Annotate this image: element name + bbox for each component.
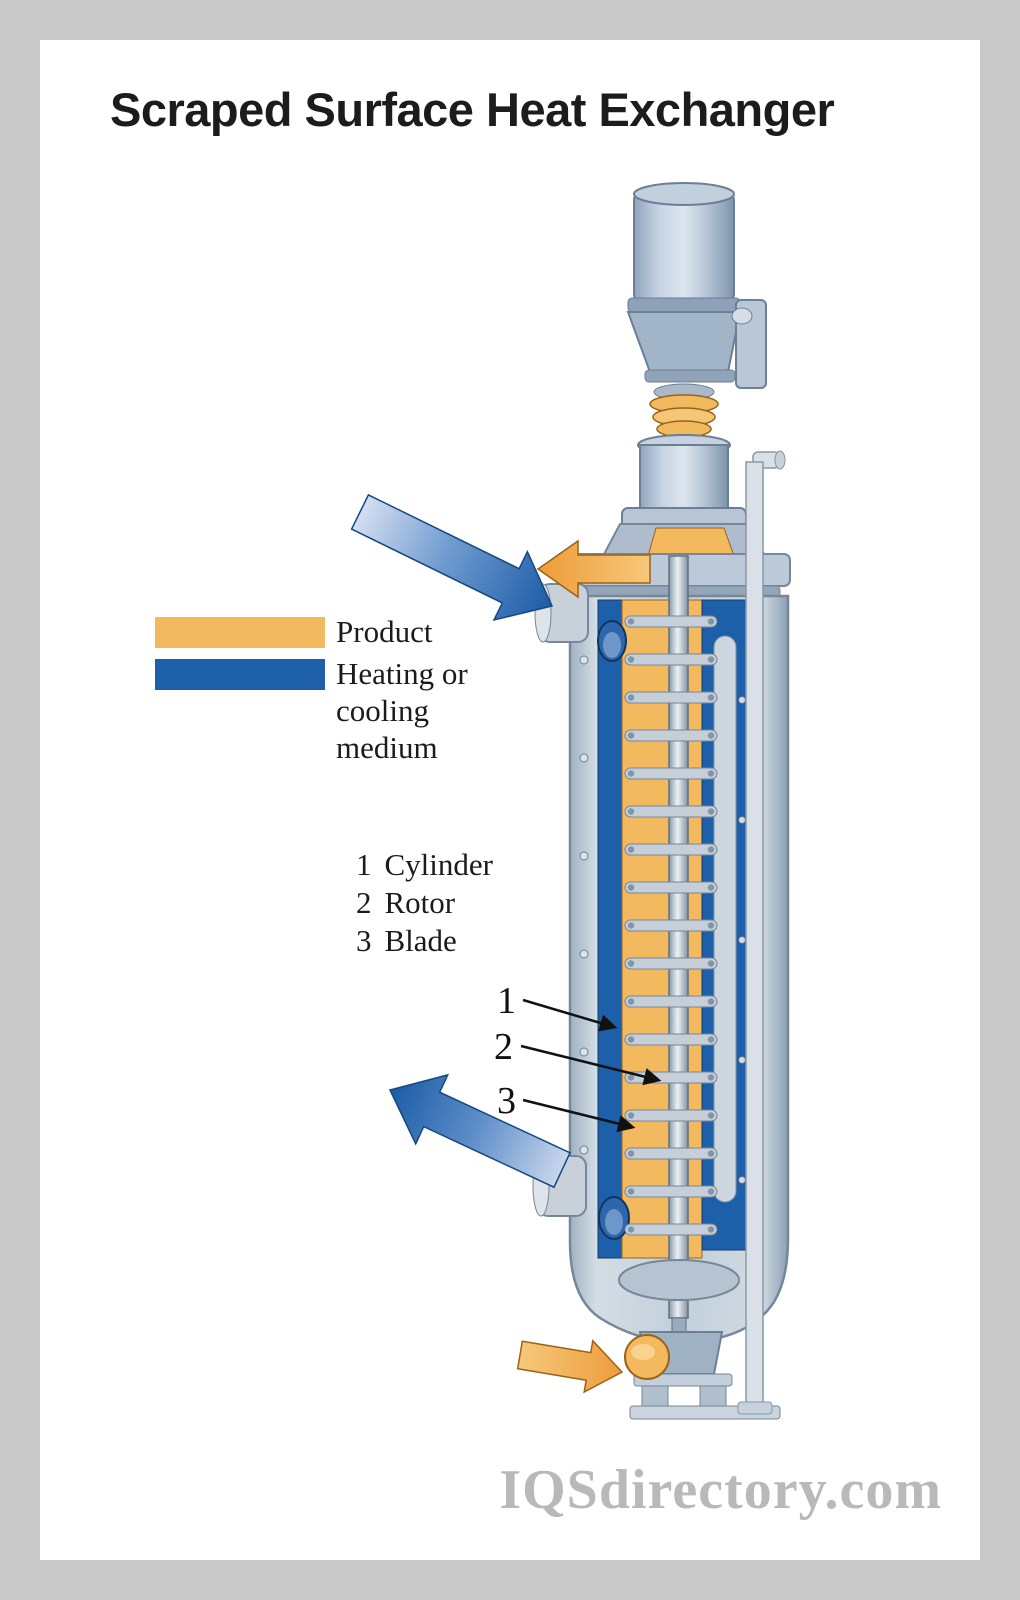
scraper-blade [624,1185,718,1198]
scraper-blade [624,1147,718,1160]
part-number: 3 [356,923,372,958]
shaft [668,555,689,1319]
rotor-shaft [668,555,689,1319]
medium-color-swatch [155,659,325,690]
watermark: IQSdirectory.com [499,1459,942,1521]
drive-motor [627,182,741,313]
stud [579,1047,589,1057]
inner-cylinder-wall [713,635,737,1203]
product-inlet-arrow [516,1339,624,1394]
scraper-blade [624,995,718,1008]
stud [738,1056,746,1064]
callouts: 1 2 3 [494,980,662,1133]
stud [579,851,589,861]
callout-3-arrow [522,1098,636,1133]
bottom-plate [633,1373,733,1387]
jacket-left [597,599,623,1259]
part-name: Rotor [384,885,456,920]
pipe-foot [737,1401,773,1415]
product-inlet-highlight [631,1344,655,1360]
vessel-bottom [618,1259,781,1420]
scraper-blade [624,729,718,742]
mount-base [644,369,736,383]
bracket-pin [731,307,753,325]
scraper-blade [624,843,718,856]
flow-arrows [350,493,651,1394]
medium-outlet-arrow [388,1073,571,1189]
dished-bottom [618,1259,740,1301]
callout-2-arrow [520,1044,662,1086]
stud [738,1176,746,1184]
medium-inlet-arrow [350,493,554,621]
legend-label-product: Product [336,614,433,649]
parts-list: 1 Cylinder 2 Rotor 3 Blade [356,846,493,960]
callout-1-arrow [522,998,618,1032]
scraper-blade [624,1033,718,1046]
part-name: Cylinder [384,847,494,882]
neck-cylinder [639,444,729,514]
scraper-blade [624,957,718,970]
legend-item-medium: Heating or cooling medium [155,656,511,766]
pipe-elbow-flange [774,450,786,470]
support-foot [699,1385,727,1409]
part-number: 1 [356,847,372,882]
motor-body [633,191,735,303]
legend-item-product: Product [155,614,511,650]
scraper-blade [624,1109,718,1122]
stud [579,655,589,665]
scraper-blade [624,805,718,818]
neck [621,434,747,533]
scraper-blade [624,1223,718,1236]
product-outlet-arrow [536,539,651,599]
motor-top-cap [633,182,735,206]
product-swatch-rect [155,617,325,648]
page-title: Scraped Surface Heat Exchanger [110,83,835,136]
support-foot [641,1385,669,1409]
scraper-blade [624,919,718,932]
stud [579,1145,589,1155]
scraper-blade [624,881,718,894]
part-number: 2 [356,885,372,920]
jacket-nozzle-bottom-bore [605,1209,623,1235]
jacket-nozzle-top-bore [603,632,621,658]
part-name: Blade [384,923,457,958]
scraper-blade [624,767,718,780]
product-chamber [647,527,735,557]
medium-swatch-rect [155,659,325,690]
side-pipe [737,450,786,1415]
diagram-card [40,40,980,1560]
scraper-blade [624,615,718,628]
callout-3-label: 3 [497,1080,516,1122]
pipe-run [745,461,764,1407]
stud [579,753,589,763]
motor-bottom-band [627,297,741,313]
legend-label-medium: Heating or cooling medium [336,656,468,765]
flexible-coupling [649,383,719,438]
stud [579,949,589,959]
scraper-blade [624,691,718,704]
legend: Product Heating or cooling medium [155,614,511,775]
callout-2-label: 2 [494,1026,513,1068]
mount-housing [626,311,742,373]
scraper-blade [624,653,718,666]
stud [738,936,746,944]
stud [738,816,746,824]
motor-mount [626,299,767,389]
scraper-blade [624,1071,718,1084]
callout-1-label: 1 [497,980,516,1022]
product-color-swatch [155,617,325,648]
stud [738,696,746,704]
parts-list-item-blade: 3 Blade [356,922,493,960]
parts-list-item-rotor: 2 Rotor [356,884,493,922]
parts-list-item-cylinder: 1 Cylinder [356,846,493,884]
